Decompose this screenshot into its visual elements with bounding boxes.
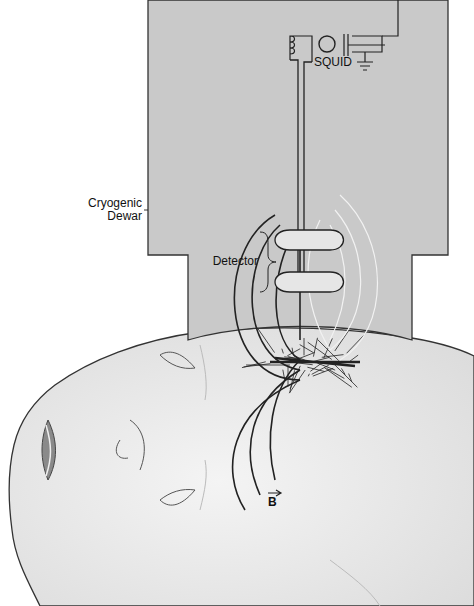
leader-line <box>144 210 148 211</box>
detector-label: Detector <box>213 255 258 268</box>
detector-coils <box>275 60 344 292</box>
dewar-label: Cryogenic Dewar <box>72 197 142 223</box>
input-coil <box>290 36 312 62</box>
mouth <box>42 420 56 480</box>
lip-line <box>46 425 51 476</box>
detector-bracket <box>260 232 276 292</box>
nose <box>116 420 144 470</box>
eye <box>160 489 195 505</box>
ear-hint <box>330 560 380 606</box>
brow <box>200 345 206 510</box>
squid-electronics <box>344 0 398 70</box>
squid-label: SQUID <box>314 56 352 69</box>
eye <box>160 352 195 368</box>
squid-ring <box>319 36 335 52</box>
cryogenic-dewar <box>148 0 448 340</box>
head-outline <box>9 328 474 606</box>
vector-label: B <box>268 496 277 509</box>
